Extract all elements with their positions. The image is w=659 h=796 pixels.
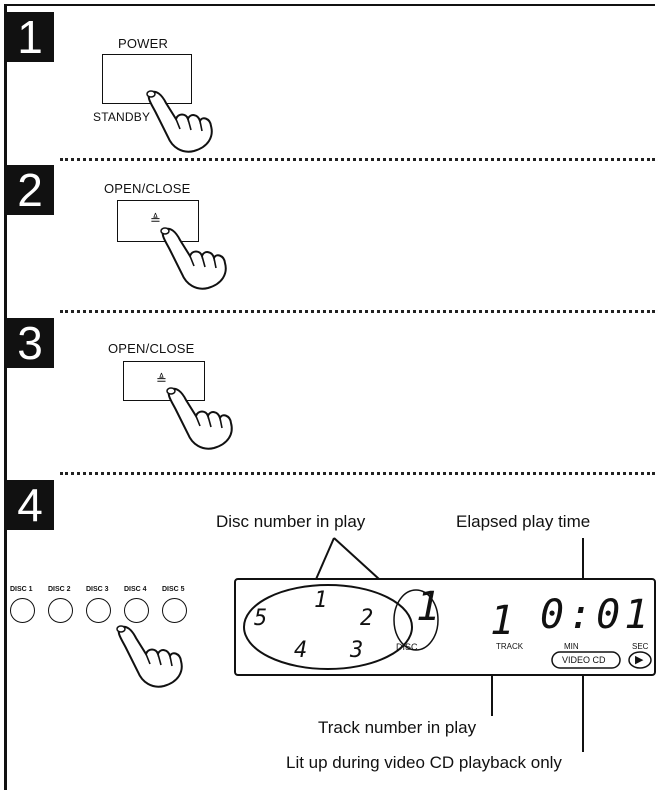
disc-number-callout: Disc number in play	[216, 512, 366, 531]
display-panel: 1 2 3 4 5 1 DISC 1 TRACK 0:01 MIN SEC VI…	[234, 578, 656, 676]
track-number-callout: Track number in play	[318, 718, 477, 737]
instruction-frame	[4, 4, 655, 790]
pointing-hand-icon	[160, 227, 227, 290]
disc-ring-outline	[243, 584, 652, 670]
disc-ring-4: 4	[294, 638, 308, 663]
open-close-label: OPEN/CLOSE	[108, 341, 195, 356]
track-number-display: 1	[490, 598, 515, 644]
disc-ring-5: 5	[254, 606, 268, 631]
disc-ring-2: 2	[360, 606, 374, 631]
video-cd-indicator: VIDEO CD	[562, 655, 606, 665]
disc-ring-1: 1	[314, 588, 328, 613]
disc-5-label: DISC 5	[162, 586, 185, 593]
standby-label: STANDBY	[93, 110, 151, 124]
power-label: POWER	[118, 36, 169, 51]
step-divider	[60, 310, 655, 313]
disc-1-label: DISC 1	[10, 586, 33, 593]
step-1-number: 1	[6, 12, 54, 62]
disc-1-button[interactable]	[10, 598, 35, 623]
step-3-number: 3	[6, 318, 54, 368]
disc-3-button[interactable]	[86, 598, 111, 623]
step-4-number: 4	[6, 480, 54, 530]
pointing-hand-icon	[146, 90, 213, 153]
disc-2-label: DISC 2	[48, 586, 71, 593]
open-close-button[interactable]: ≜	[117, 200, 199, 242]
track-label: TRACK	[496, 642, 524, 651]
disc-2-button[interactable]	[48, 598, 73, 623]
min-label: MIN	[564, 642, 579, 651]
disc-ring-3: 3	[350, 638, 364, 663]
open-close-label: OPEN/CLOSE	[104, 181, 191, 196]
step-2-number: 2	[6, 165, 54, 215]
step-divider	[60, 158, 655, 161]
pointing-hand-icon	[116, 625, 183, 688]
elapsed-time-display: 0:01	[540, 592, 653, 638]
pointing-hand-icon	[166, 387, 233, 450]
disc-4-button[interactable]	[124, 598, 149, 623]
open-close-button[interactable]: ≜	[123, 361, 205, 401]
sec-label: SEC	[632, 642, 649, 651]
play-icon: ▶	[635, 654, 644, 666]
disc-3-label: DISC 3	[86, 586, 109, 593]
disc-5-button[interactable]	[162, 598, 187, 623]
video-cd-callout: Lit up during video CD playback only	[286, 753, 562, 772]
disc-number-display: 1	[416, 584, 441, 630]
disc-4-label: DISC 4	[124, 586, 147, 593]
eject-icon: ≜	[156, 372, 167, 387]
step-divider	[60, 472, 655, 475]
elapsed-time-callout: Elapsed play time	[456, 512, 591, 531]
eject-icon: ≜	[150, 212, 161, 227]
disc-label: DISC	[396, 642, 418, 652]
